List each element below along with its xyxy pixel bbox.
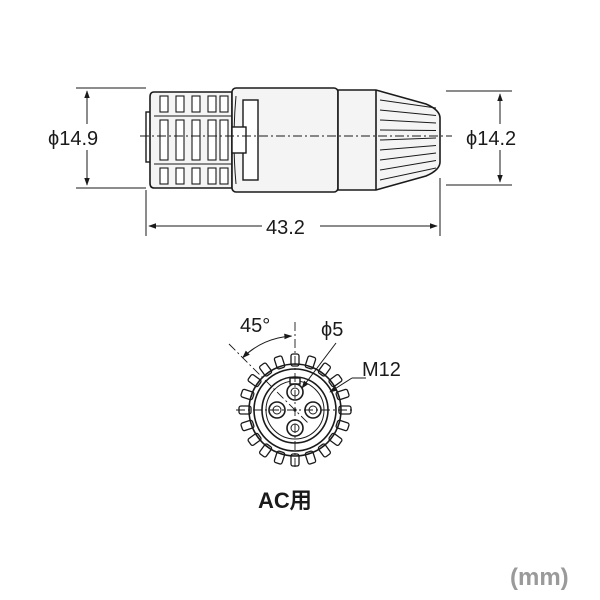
thread-leader: M12: [329, 359, 401, 393]
left-knurled-nut: [145, 91, 233, 189]
thread-label: M12: [362, 359, 401, 381]
unit-label: (mm): [510, 564, 569, 591]
middle-housing: [231, 87, 339, 193]
right-diameter-label: ϕ14.2: [466, 128, 516, 150]
pin-diameter-label: ϕ5: [321, 319, 343, 341]
right-knurled-nut: [337, 89, 441, 191]
pin-diameter-leader: ϕ5: [301, 319, 343, 389]
front-view: 45° ϕ5 M12 AC用: [228, 315, 401, 513]
left-diameter-dimension: ϕ14.9: [44, 87, 146, 189]
length-label: 43.2: [266, 217, 305, 239]
length-dimension: 43.2: [145, 178, 441, 239]
right-diameter-dimension: ϕ14.2: [446, 90, 546, 186]
angle-label: 45°: [240, 315, 270, 337]
left-diameter-label: ϕ14.9: [48, 128, 98, 150]
knurl-teeth: [238, 353, 352, 467]
side-view: ϕ14.9 ϕ14.2 43.2: [44, 87, 546, 239]
front-view-caption: AC用: [258, 488, 312, 513]
angle-dimension: 45°: [240, 315, 293, 359]
